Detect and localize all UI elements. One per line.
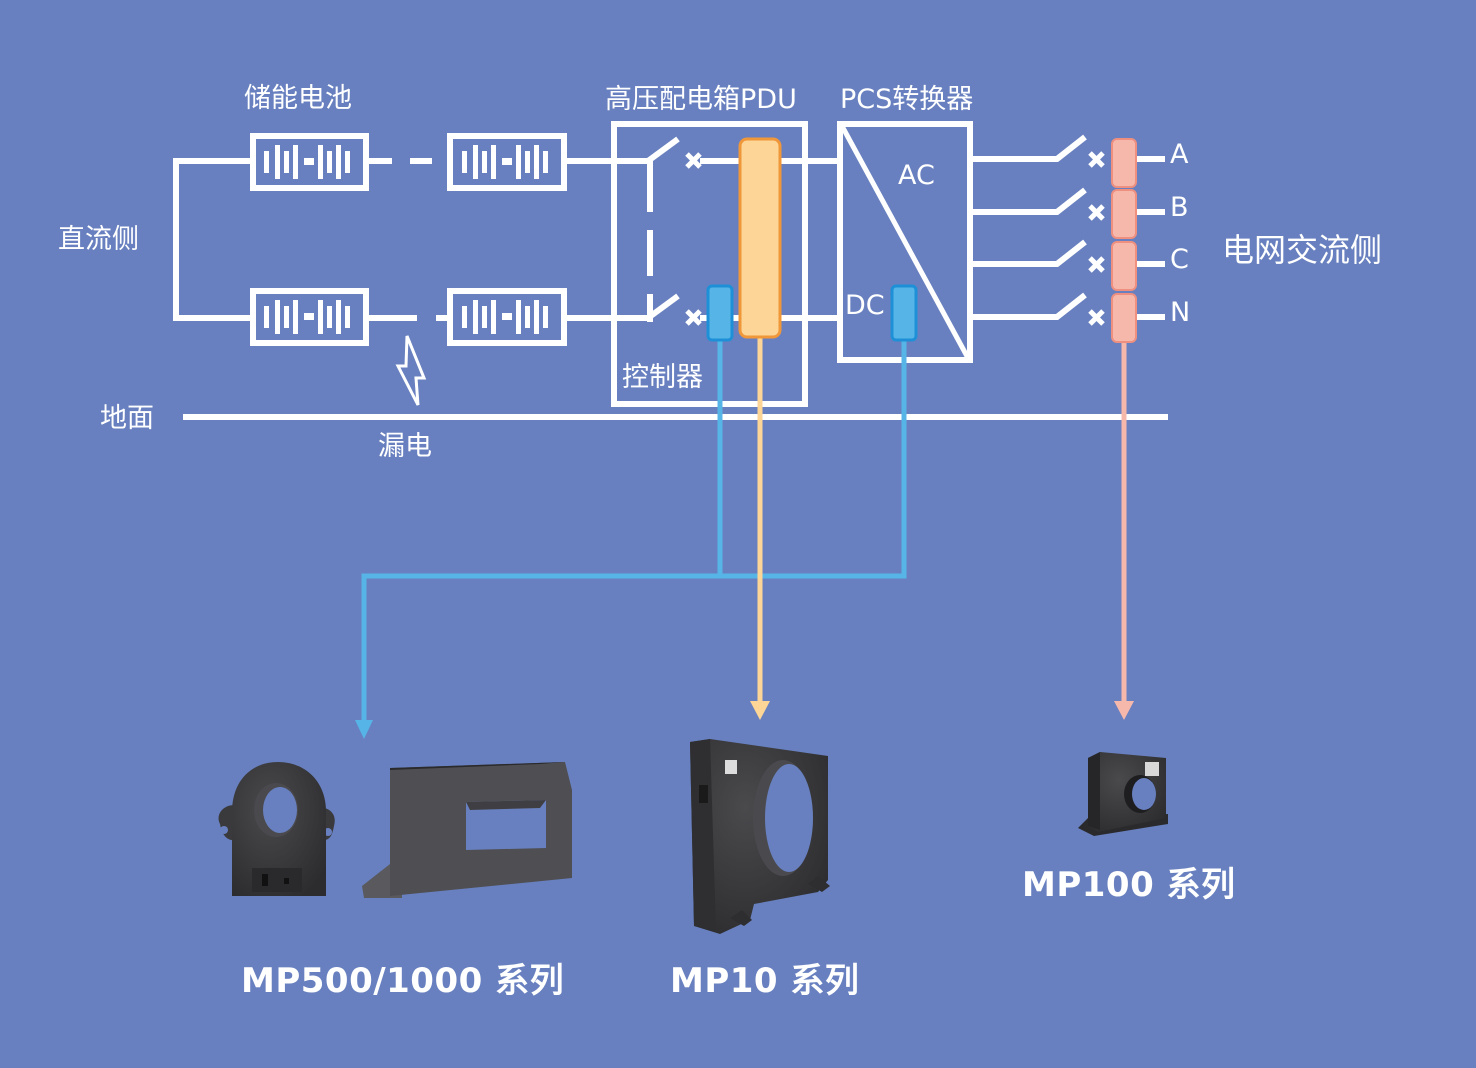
product-title-mp10: MP10 系列 [670, 961, 860, 1001]
mp500-round-sensor-image[interactable] [218, 762, 335, 896]
orange-arrow-icon [750, 701, 770, 720]
ground-label: 地面 [100, 403, 154, 434]
leakage-lightning-icon [395, 335, 427, 406]
controller-label: 控制器 [622, 362, 703, 393]
leakage-label: 漏电 [378, 431, 432, 462]
pink-sensor-stack[interactable] [1111, 138, 1137, 343]
pdu-box [611, 121, 808, 407]
dc-side-label: 直流侧 [58, 224, 139, 255]
orange-sensor[interactable] [738, 137, 782, 339]
blue-connector [361, 340, 907, 720]
ac-label: AC [898, 160, 935, 191]
product-title-mp500-1000: MP500/1000 系列 [241, 961, 565, 1001]
mp100-sensor-image[interactable] [1078, 752, 1168, 836]
phase-label-c: C [1170, 244, 1189, 275]
blue-sensor-pcs[interactable] [890, 284, 918, 342]
battery-cell [250, 288, 369, 346]
battery-cell [250, 133, 369, 191]
blue-arrow-icon [355, 720, 373, 739]
mp10-sensor-image[interactable] [690, 739, 830, 934]
pcs-diagonal [839, 124, 971, 360]
pcs-label: PCS转换器 [840, 84, 973, 115]
product-title-mp100: MP100 系列 [1022, 865, 1236, 905]
battery-cell [447, 133, 567, 191]
phase-label-n: N [1170, 297, 1190, 328]
blue-sensor-pdu[interactable] [706, 284, 734, 342]
phase-label-a: A [1170, 139, 1189, 170]
battery-cell [447, 288, 567, 346]
phase-label-b: B [1170, 192, 1189, 223]
grid-ac-side-label: 电网交流侧 [1222, 231, 1382, 269]
battery-label: 储能电池 [244, 83, 352, 114]
breaker-x-icon [685, 152, 702, 326]
breaker-x-icon [1088, 151, 1105, 326]
dc-label: DC [845, 290, 885, 321]
pink-arrow-icon [1114, 701, 1134, 720]
dc-wiring [173, 158, 648, 321]
ac-wiring [970, 134, 1165, 320]
mp1000-rect-sensor-image[interactable] [362, 762, 572, 898]
pdu-label: 高压配电箱PDU [605, 84, 797, 115]
